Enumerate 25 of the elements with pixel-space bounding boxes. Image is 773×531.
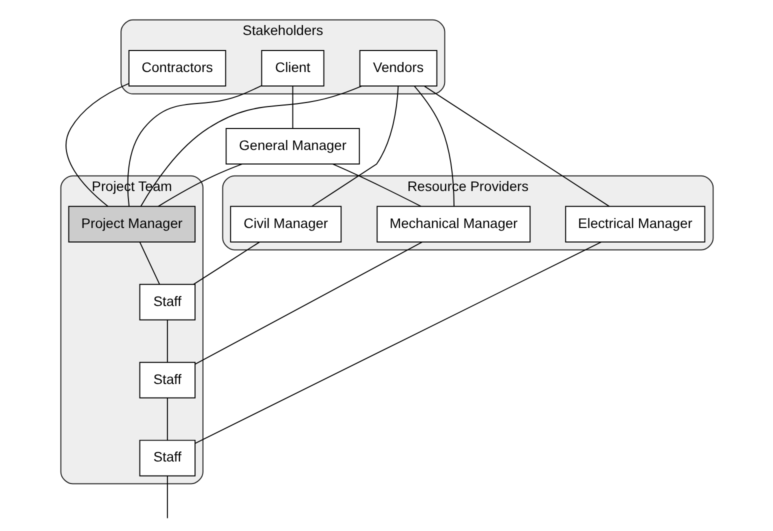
connector xyxy=(138,242,160,285)
connector xyxy=(166,320,168,363)
connector xyxy=(424,86,610,207)
node-box: Mechanical Manager xyxy=(376,206,530,242)
connector xyxy=(166,475,168,519)
node-box: Electrical Manager xyxy=(564,206,705,242)
node-box: Civil Manager xyxy=(230,206,342,242)
node-box: Vendors xyxy=(358,50,437,87)
connector xyxy=(166,397,168,441)
connector xyxy=(194,242,602,444)
connector xyxy=(194,242,422,365)
node-box: Staff xyxy=(138,362,196,398)
node-box: Staff xyxy=(138,284,196,320)
node-box: Client xyxy=(260,50,324,87)
connector xyxy=(157,164,242,207)
node-box: Staff xyxy=(138,440,196,476)
connector xyxy=(140,86,362,207)
connector xyxy=(126,85,262,207)
connector xyxy=(65,83,129,207)
node-box: Contractors xyxy=(128,50,226,87)
node-box: Project Manager xyxy=(68,206,196,242)
connector xyxy=(292,86,293,129)
connector xyxy=(311,86,398,207)
node-box: General Manager xyxy=(225,128,360,164)
connector xyxy=(192,242,260,285)
